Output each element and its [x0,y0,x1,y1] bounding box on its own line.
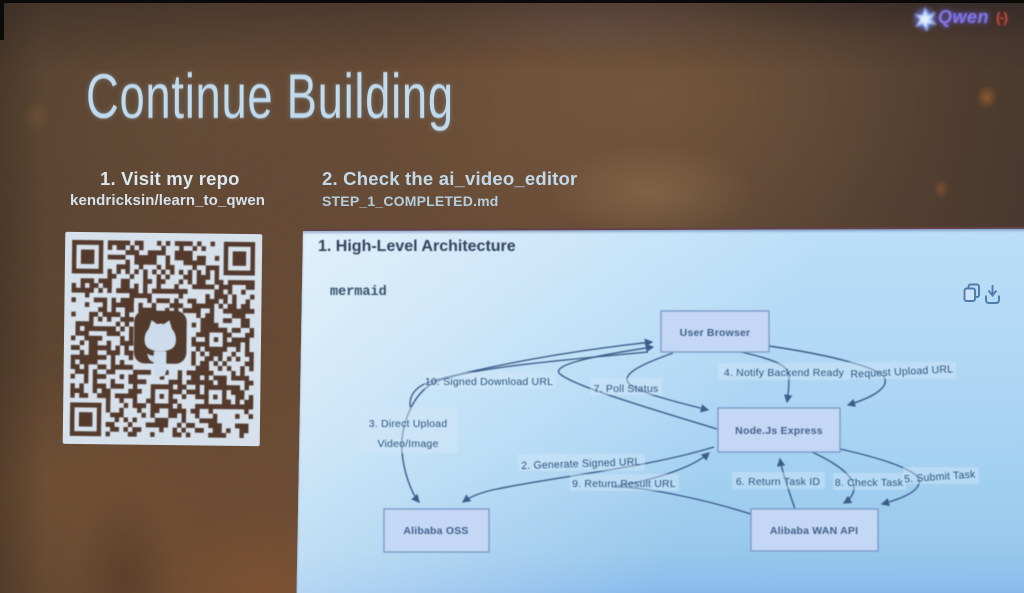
svg-text:5. Submit Task: 5. Submit Task [904,468,977,485]
svg-text:7. Poll Status: 7. Poll Status [594,383,659,395]
svg-text:4. Notify Backend Ready: 4. Notify Backend Ready [724,367,845,379]
svg-text:10. Signed Download URL: 10. Signed Download URL [425,376,553,388]
svg-text:2. Generate Signed URL: 2. Generate Signed URL [521,456,641,472]
svg-text:Video/Image: Video/Image [378,438,439,450]
svg-text:8. Check Task: 8. Check Task [835,477,904,489]
svg-text:6. Return Task ID: 6. Return Task ID [736,476,821,488]
svg-text:User Browser: User Browser [680,327,751,339]
svg-text:3. Direct Upload: 3. Direct Upload [369,418,447,430]
svg-text:Alibaba WAN API: Alibaba WAN API [770,525,858,537]
svg-text:9. Return Result URL: 9. Return Result URL [572,478,676,490]
svg-text:Node.Js Express: Node.Js Express [735,425,823,437]
svg-text:Request Upload URL: Request Upload URL [850,363,953,380]
svg-text:Alibaba OSS: Alibaba OSS [403,525,468,537]
